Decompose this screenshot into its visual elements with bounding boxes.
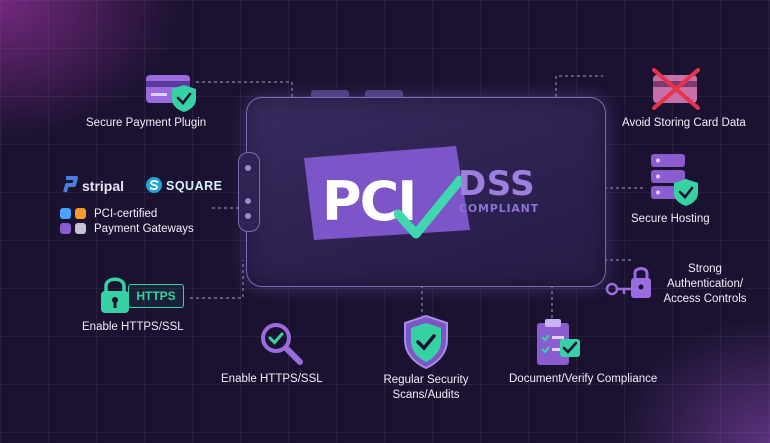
connector-https — [190, 260, 244, 299]
document-verify-compliance-label: Document/Verify Compliance — [509, 373, 658, 385]
shield-check-icon — [404, 314, 448, 370]
avoid-storing-card-data-label: Avoid Storing Card Data — [622, 117, 746, 129]
https-badge: HTTPS — [128, 284, 184, 308]
gateway-badge-icon — [75, 223, 86, 234]
strong-authentication-label: Strong Authentication/ Access Controls — [663, 263, 747, 305]
gateway-badge-icon — [60, 208, 71, 219]
gateway-badge-icon — [60, 223, 71, 234]
credit-card-shield-icon — [146, 75, 196, 112]
pci-certified-label: PCI-certified — [94, 208, 158, 220]
square-logo-icon — [146, 177, 162, 193]
key-lock-icon — [605, 267, 651, 298]
connector-plugin — [196, 81, 293, 97]
connector-avoid-storage — [555, 75, 603, 97]
pci-checkmark-icon — [394, 176, 464, 239]
lock-icon — [101, 277, 129, 313]
secure-hosting-label: Secure Hosting — [631, 213, 710, 225]
stripal-brand: stripal — [82, 178, 125, 194]
gateway-badge-icon — [75, 208, 86, 219]
magnifier-check-icon — [261, 323, 303, 365]
enable-https-ssl-left-label: Enable HTTPS/SSL — [82, 321, 184, 333]
device-side-panel — [238, 152, 260, 232]
dss-logo-text: DSS — [458, 164, 536, 204]
compliant-logo-text: COMPLIANT — [459, 202, 539, 215]
payment-gateways-label: Payment Gateways — [94, 223, 194, 235]
enable-https-ssl-bottom-label: Enable HTTPS/SSL — [221, 373, 323, 385]
device-top-button — [365, 90, 403, 97]
square-brand: SQUARE — [166, 179, 223, 193]
crossed-card-icon — [652, 68, 700, 110]
clipboard-check-icon — [537, 319, 580, 365]
server-shield-icon — [651, 154, 698, 206]
stripal-logo-icon — [63, 176, 78, 193]
regular-security-scans-label: Regular Security Scans/Audits — [383, 374, 469, 401]
device-top-button — [311, 90, 349, 97]
secure-payment-plugin-label: Secure Payment Plugin — [86, 117, 207, 129]
